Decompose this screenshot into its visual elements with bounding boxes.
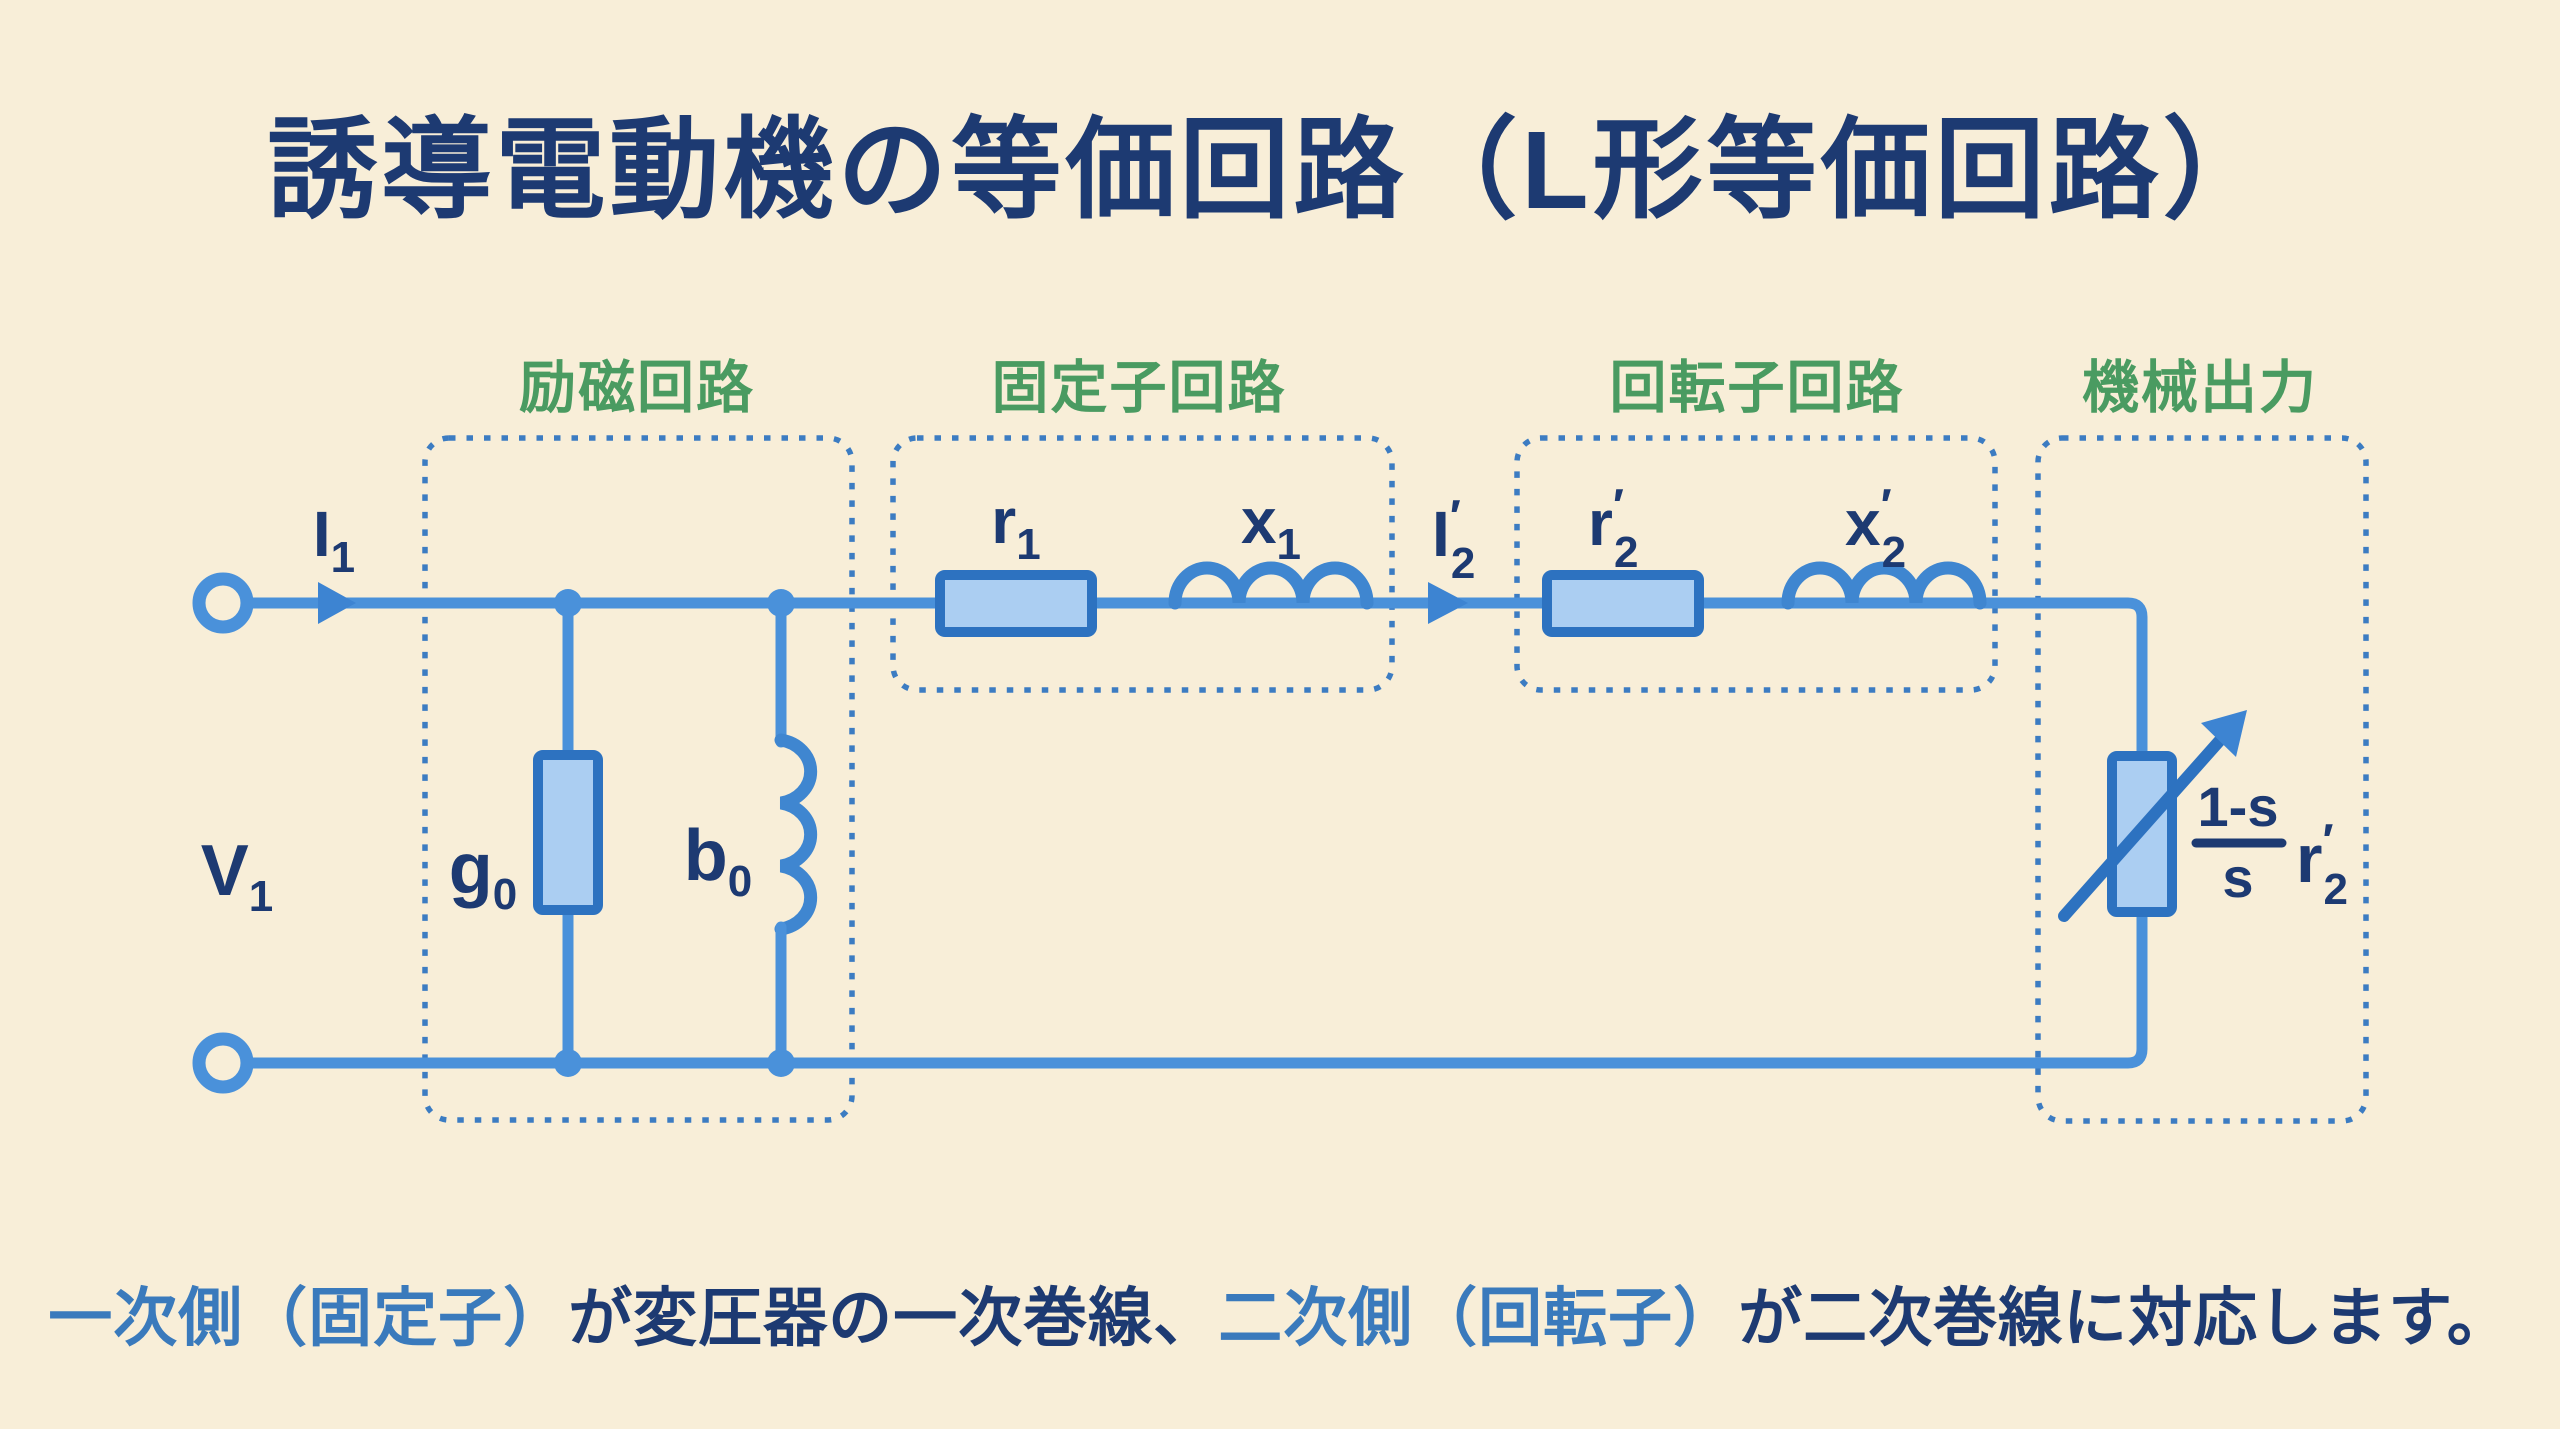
caption-primary-side: 一次側（固定子） <box>48 1282 568 1354</box>
section-label-mechanical-output: 機械出力 <box>2082 356 2318 420</box>
junction-dot <box>767 1049 795 1077</box>
terminal-top-icon <box>192 572 254 634</box>
section-label-excitation: 励磁回路 <box>519 356 755 420</box>
excitation-circuit-box <box>422 435 855 1123</box>
caption: 一次側（固定子）が変圧器の一次巻線、二次側（回転子）が二次巻線に対応します。 <box>48 1282 2512 1354</box>
current-arrow-i2-icon <box>1428 582 1468 624</box>
current-arrow-i1-icon <box>318 582 356 624</box>
load-fraction-denominator: s <box>2222 846 2253 909</box>
caption-primary-winding: が変圧器の一次巻線、 <box>568 1282 1218 1354</box>
v1-label: V1 <box>201 831 274 921</box>
load-fraction-numerator: 1-s <box>2198 775 2279 838</box>
i1-label: I1 <box>313 498 355 582</box>
junction-dot <box>554 1049 582 1077</box>
caption-secondary-winding: が二次巻線に対応します。 <box>1738 1282 2512 1354</box>
section-label-stator: 固定子回路 <box>992 356 1287 420</box>
variable-resistor-arrowhead-icon <box>2201 710 2247 757</box>
r1-resistor-icon <box>935 570 1097 637</box>
x2-inductor-icon <box>1781 561 1987 610</box>
junction-dot <box>554 589 582 617</box>
g0-resistor-icon <box>533 750 603 915</box>
r2-label: r′2 <box>1588 479 1638 577</box>
rotor-circuit-box <box>1514 435 1998 693</box>
b0-label: b0 <box>684 816 752 906</box>
x2-label: x′2 <box>1845 479 1906 577</box>
terminal-bottom-icon <box>192 1032 254 1094</box>
r2-resistor-icon <box>1542 570 1704 637</box>
junction-dot <box>767 589 795 617</box>
b0-inductor-icon <box>774 733 818 936</box>
page-title: 誘導電動機の等価回路（L形等価回路） <box>267 109 2276 232</box>
variable-resistor-arrow-icon <box>2058 732 2228 922</box>
section-label-rotor: 回転子回路 <box>1610 356 1905 420</box>
r1-label: r1 <box>991 485 1040 569</box>
x1-label: x1 <box>1241 485 1301 569</box>
i2-label: I′2 <box>1432 490 1475 588</box>
mechanical-output-box <box>2035 435 2369 1124</box>
caption-secondary-side: 二次側（回転子） <box>1218 1282 1738 1354</box>
load-r2-label: r′2 <box>2296 814 2348 914</box>
g0-label: g0 <box>449 829 517 919</box>
x1-inductor-icon <box>1168 561 1374 610</box>
